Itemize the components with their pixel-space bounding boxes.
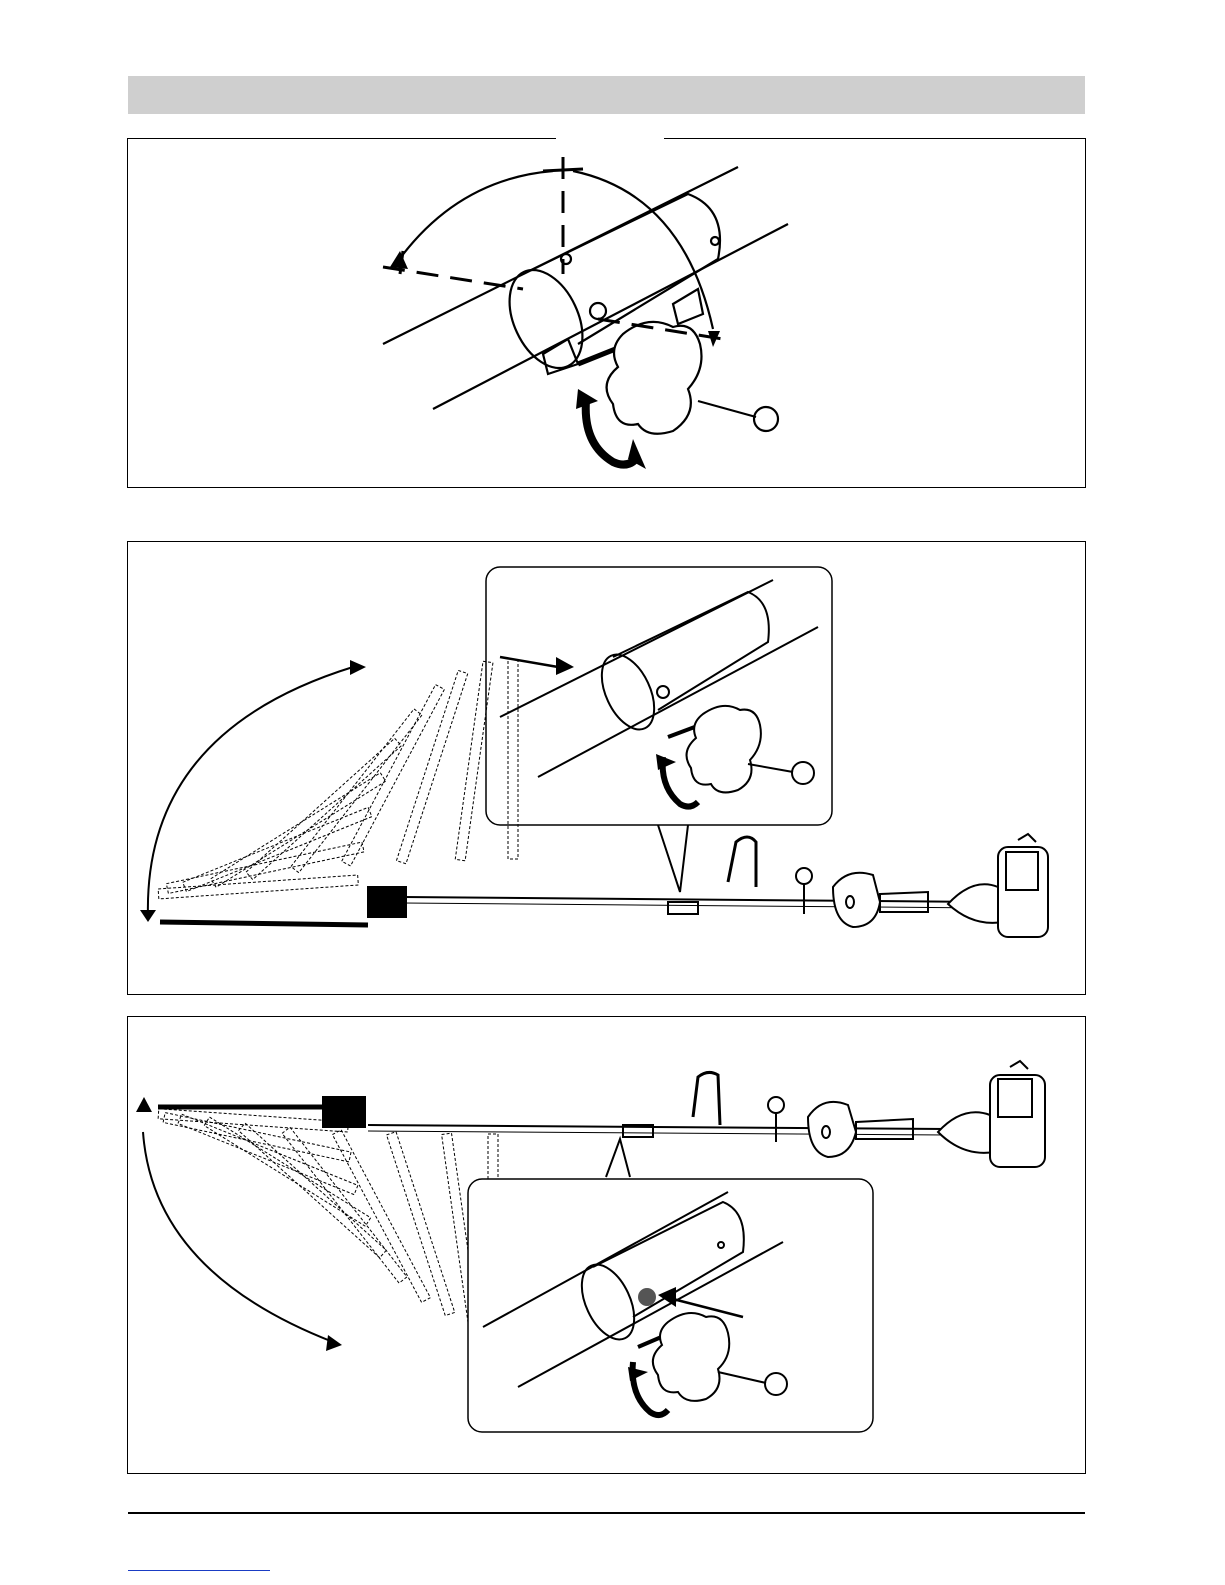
loop-handle <box>693 1072 720 1125</box>
engine-cone <box>948 884 1003 923</box>
rotation-arc <box>148 667 353 917</box>
rotation-up-illustration <box>128 542 1085 994</box>
engine-cone <box>938 1112 994 1153</box>
callout-circle-icon <box>754 407 778 431</box>
main-shaft <box>368 1125 948 1129</box>
gear-head-icon <box>323 1097 365 1127</box>
footer-rule <box>128 1512 1085 1514</box>
bar-position <box>396 670 467 863</box>
knob-icon <box>653 1313 729 1401</box>
main-shaft-lower <box>403 903 988 908</box>
figure-panel-rotation-up <box>127 541 1086 995</box>
lock-pin-icon <box>638 1288 656 1306</box>
collar-hole-side <box>711 237 719 245</box>
bar-position <box>291 709 422 873</box>
rotation-arrowhead-down <box>140 910 156 922</box>
inset-box <box>468 1179 873 1432</box>
inset-pointer-triangle <box>658 825 688 892</box>
horizontal-reference-line <box>383 267 523 289</box>
throttle-ring <box>796 868 812 884</box>
section-header-bar <box>128 76 1085 114</box>
rotation-down-illustration <box>128 1017 1085 1473</box>
bar-position <box>387 1132 455 1316</box>
bar-position <box>332 1130 430 1302</box>
bar-positions-fan <box>158 659 518 899</box>
knob-icon <box>687 706 761 793</box>
rotation-arrowhead-up <box>350 660 366 675</box>
bar-position <box>158 1109 348 1132</box>
collar-body <box>523 194 720 344</box>
figure-panel-rotation-down <box>127 1016 1086 1474</box>
gear-head-icon <box>368 887 406 917</box>
clamp-angle-illustration <box>128 139 1085 487</box>
bracket-right <box>673 289 703 324</box>
bar-position <box>282 1127 407 1283</box>
bar-position <box>342 685 445 866</box>
angle-arrowhead-left <box>390 251 408 269</box>
engine-cap <box>1010 1061 1028 1069</box>
bracket-left <box>543 339 578 374</box>
shaft-clamp <box>668 902 698 914</box>
bar-position <box>211 773 386 887</box>
bar-positions-fan <box>158 1109 498 1324</box>
rotation-arrowhead-down <box>326 1335 342 1351</box>
footer-link-underline[interactable] <box>128 1570 270 1571</box>
loop-handle <box>728 837 756 887</box>
figure-panel-clamp-angle <box>127 138 1086 488</box>
knob-icon <box>607 322 702 434</box>
collar-hole <box>590 303 606 319</box>
callout-leader <box>698 401 756 417</box>
throttle-ring <box>768 1097 784 1113</box>
cutter-bar <box>160 922 368 925</box>
inset-pointer-triangle <box>606 1139 630 1177</box>
rotation-arrowhead-up <box>136 1097 152 1112</box>
throttle-body <box>808 1102 856 1157</box>
main-shaft-lower <box>368 1131 948 1135</box>
throttle-body <box>833 873 880 927</box>
angle-arc-left <box>398 171 553 261</box>
engine-cap <box>1018 834 1036 842</box>
